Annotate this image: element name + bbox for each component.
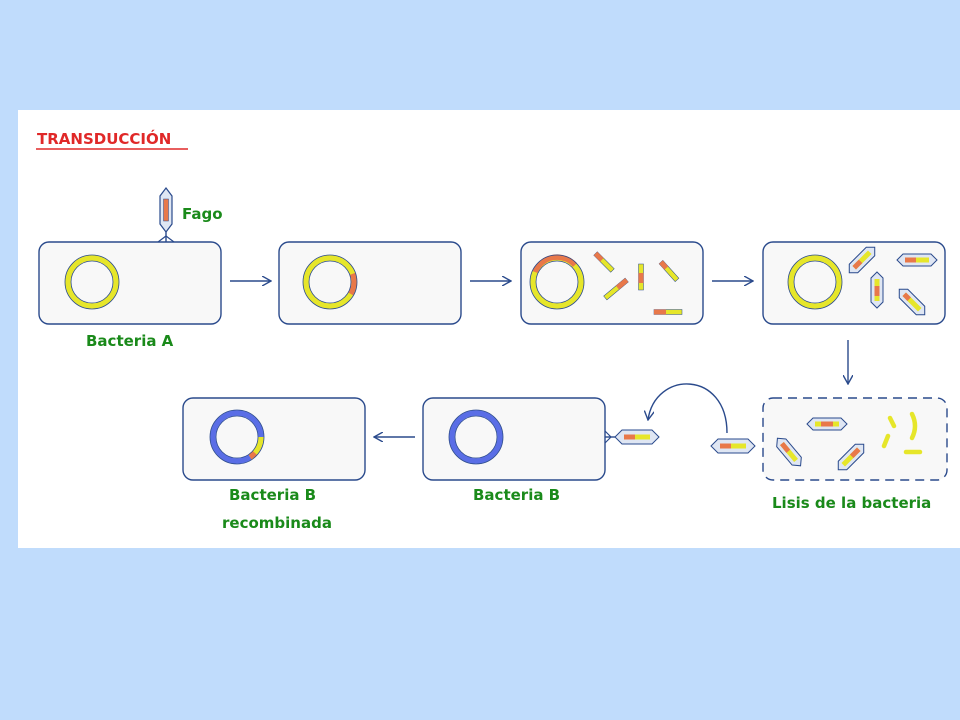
attached-phage-icon bbox=[604, 429, 660, 445]
bacteria-b-recombinada-label-line1: Bacteria B bbox=[229, 486, 316, 504]
lisis-label: Lisis de la bacteria bbox=[772, 494, 931, 512]
bacteria-a-label: Bacteria A bbox=[86, 332, 174, 350]
diagram-title: TRANSDUCCIÓN bbox=[37, 129, 171, 148]
cell-dna-fragmented bbox=[520, 241, 704, 325]
cell-bacteria-b-recombinada bbox=[182, 397, 366, 481]
bacteria-b-chromosome bbox=[449, 410, 503, 464]
cell-bacteria-b bbox=[422, 397, 606, 481]
arrow-curved bbox=[648, 383, 728, 434]
bacteria-b-recombinada-label-line2: recombinada bbox=[222, 514, 332, 532]
free-phage-icon bbox=[710, 438, 756, 454]
cell-infected bbox=[278, 241, 462, 325]
phage-icon bbox=[157, 187, 175, 243]
cell-phage-assembly bbox=[762, 241, 946, 325]
diagram-panel bbox=[18, 110, 960, 548]
cell-lysis bbox=[762, 397, 948, 481]
bacteria-a-chromosome bbox=[65, 255, 119, 309]
fago-label: Fago bbox=[182, 205, 223, 223]
cell-bacteria-a bbox=[38, 241, 222, 325]
bacteria-b-label: Bacteria B bbox=[473, 486, 560, 504]
